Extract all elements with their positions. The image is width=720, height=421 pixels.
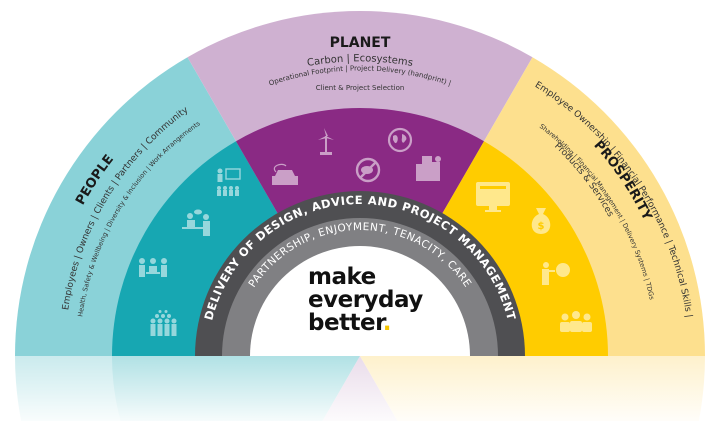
globe-icon: [387, 127, 413, 153]
tagline-line3: better.: [308, 312, 423, 335]
tagline-line2: everyday: [308, 287, 423, 313]
meeting-icon: [139, 258, 167, 277]
center-semicircle: [250, 246, 470, 356]
accent-dot: .: [382, 310, 392, 336]
svg-text:$: $: [538, 221, 545, 232]
wind-turbine-icon: [318, 128, 334, 155]
no-pollution-icon: [355, 157, 381, 183]
monitor-icon: [476, 182, 510, 212]
tagline-word-better: better: [308, 310, 383, 336]
electric-car-icon: [272, 163, 298, 185]
planet-detail-line2: Client & Project Selection: [316, 84, 405, 92]
team-icon: [560, 311, 592, 332]
money-bag-icon: $: [531, 208, 551, 234]
green-buildings-icon: [416, 156, 441, 181]
planet-title: PLANET: [330, 35, 391, 51]
pie-chart-presenter-icon: [542, 262, 570, 285]
consultation-icon: [182, 209, 210, 236]
presentation-icon: [217, 168, 241, 196]
tagline-line1: make: [308, 264, 376, 290]
tagline: make everyday better.: [308, 266, 423, 335]
team-group-icon: [150, 310, 177, 336]
planet-subtitle: Carbon | Ecosystems: [306, 53, 413, 69]
reflection-fade: [0, 356, 720, 421]
